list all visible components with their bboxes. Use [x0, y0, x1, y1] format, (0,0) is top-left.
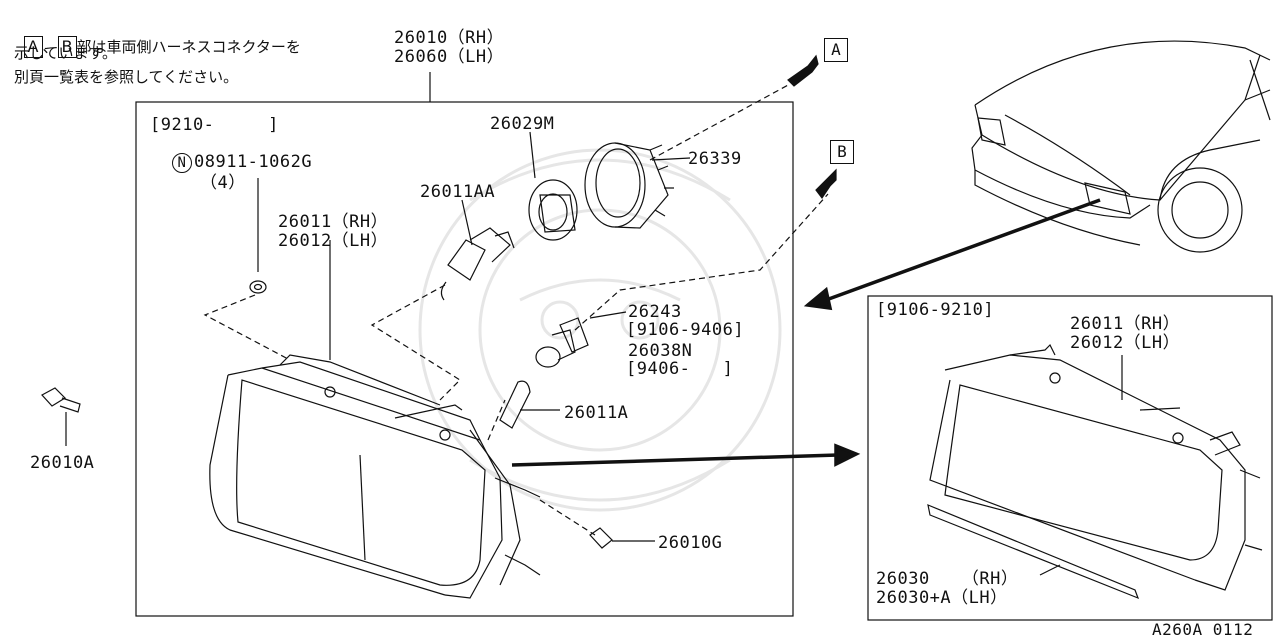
screw-label: 26010G	[658, 533, 723, 553]
side-socket-1-label: 26243	[628, 302, 682, 322]
cap-label: 26339	[688, 149, 742, 169]
garnish-26030	[927, 504, 1140, 600]
note-box-a: A	[23, 36, 43, 58]
watermark-emblem	[418, 148, 782, 512]
nut-part-number: 08911-1062G	[194, 152, 313, 172]
screw-26010g	[589, 527, 655, 549]
figure-code: A260A 0112	[1152, 620, 1254, 639]
main-diagram-frame	[135, 101, 794, 617]
car-front-illustration	[971, 40, 1271, 253]
assembly-number-lh: 26060（LH）	[394, 47, 505, 67]
note-box-b: B	[57, 36, 77, 58]
side-bulb-26011a	[499, 380, 560, 429]
headlamp-26011-main	[209, 240, 541, 599]
socket-26029m	[528, 131, 578, 241]
headlamp-inset	[929, 343, 1263, 591]
dashed-leaders	[203, 83, 829, 536]
nut-quantity: （4）	[200, 173, 246, 193]
side-bulb-label: 26011A	[564, 403, 629, 423]
bolt-26010a	[41, 387, 81, 446]
relation-arrows	[511, 198, 1101, 467]
side-socket-26243	[535, 311, 627, 368]
headlamp-rh-label: 26011（RH）	[278, 212, 389, 232]
socket-label: 26029M	[490, 114, 555, 134]
inset-headlamp-lh-label: 26012（LH）	[1070, 333, 1181, 353]
connector-arrows	[787, 54, 837, 200]
connector-callout-b: B	[830, 140, 854, 164]
side-socket-1-period: [9106-9406]	[626, 320, 745, 340]
bulb-label: 26011AA	[420, 182, 496, 202]
note-line-3: 別頁一覧表を参照してください。	[14, 68, 239, 86]
inset-diagram-frame	[867, 295, 1273, 621]
cap-26339	[584, 142, 691, 229]
note-line-1: 部は車両側ハーネスコネクターを	[76, 38, 301, 56]
nut-prefix-badge: N	[172, 153, 192, 173]
garnish-lh-label: 26030+A（LH）	[876, 588, 1008, 608]
main-period-label: [9210- ]	[150, 115, 279, 135]
note-separator: 、	[42, 38, 58, 56]
note-line-2: 示しています。	[14, 44, 118, 62]
connector-callout-a: A	[824, 38, 848, 62]
nut-08911	[249, 178, 267, 294]
side-socket-2-period: [9406- ]	[626, 359, 734, 379]
inset-period-label: [9106-9210]	[876, 300, 995, 320]
assembly-number-rh: 26010（RH）	[394, 28, 505, 48]
headlamp-lh-label: 26012（LH）	[278, 231, 389, 251]
bolt-label: 26010A	[30, 453, 95, 473]
bulb-26011aa	[440, 199, 515, 301]
inset-headlamp-rh-label: 26011（RH）	[1070, 314, 1181, 334]
side-socket-2-label: 26038N	[628, 341, 693, 361]
garnish-rh-label: 26030 （RH）	[876, 569, 1019, 589]
